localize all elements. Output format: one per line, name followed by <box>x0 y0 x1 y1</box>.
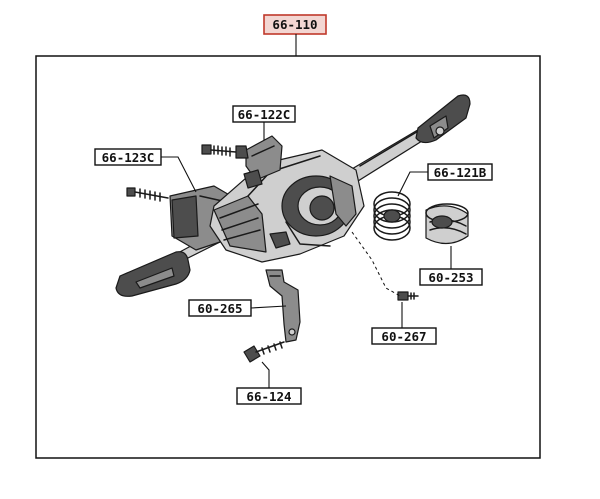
svg-text:66-124: 66-124 <box>246 389 291 404</box>
callout-60-253[interactable]: 60-253 <box>419 246 483 286</box>
sleeve-part <box>425 203 469 245</box>
svg-text:66-122C: 66-122C <box>238 107 291 122</box>
callout-66-122C[interactable]: 66-122C <box>232 105 296 140</box>
svg-text:66-121B: 66-121B <box>434 165 487 180</box>
turn-signal-lever-knob <box>115 251 191 297</box>
callout-label: 66-110 <box>272 17 317 32</box>
diagram-frame <box>35 55 541 459</box>
callout-66-110[interactable]: 66-110 <box>263 14 327 56</box>
callout-66-123C[interactable]: 66-123C <box>94 148 197 193</box>
callout-60-265[interactable]: 60-265 <box>188 299 287 317</box>
bolt-lower <box>126 187 169 202</box>
svg-text:60-265: 60-265 <box>197 301 242 316</box>
callout-box <box>263 14 327 35</box>
callout-66-124[interactable]: 66-124 <box>236 361 302 405</box>
callout-66-121B[interactable]: 66-121B <box>397 163 493 197</box>
screw-part <box>243 341 285 363</box>
svg-text:66-123C: 66-123C <box>102 150 155 165</box>
callout-60-267[interactable]: 60-267 <box>371 302 437 345</box>
coil-spring-part <box>373 191 411 241</box>
assembly-line <box>351 231 401 297</box>
svg-text:60-253: 60-253 <box>428 270 473 285</box>
combination-switch <box>115 94 471 297</box>
small-bolt-part <box>397 291 419 301</box>
bolt-upper <box>201 144 249 159</box>
svg-text:60-267: 60-267 <box>381 329 426 344</box>
